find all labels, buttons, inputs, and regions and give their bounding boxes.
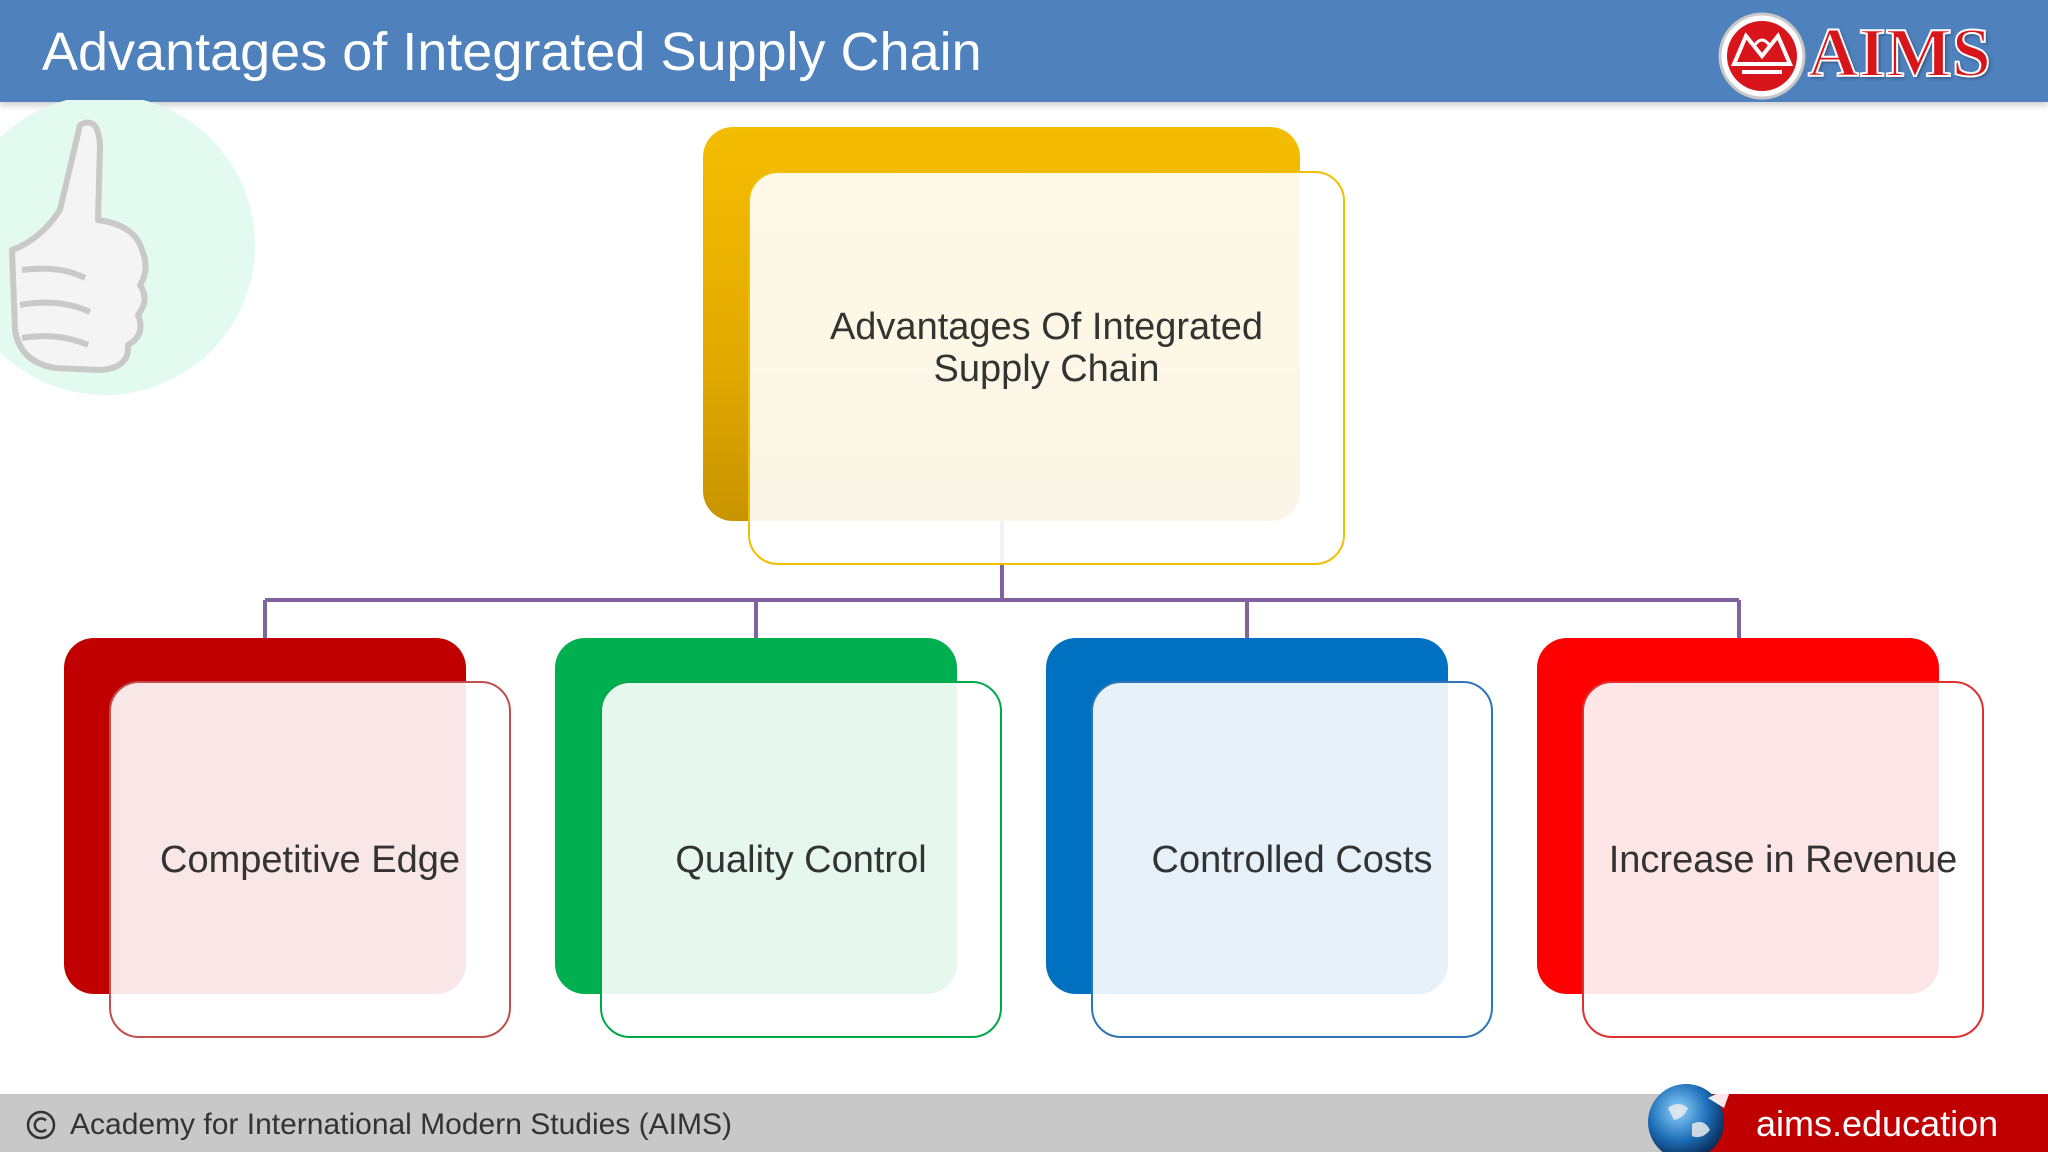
footer-website-link[interactable]: aims.education [1756, 1103, 1999, 1144]
child-node-card: Increase in Revenue [1582, 681, 1984, 1038]
root-node: Advantages Of Integrated Supply Chain [703, 127, 1345, 565]
child-node-label: Quality Control [675, 838, 927, 881]
thumbs-up-icon [0, 100, 255, 395]
child-node-competitive-edge: Competitive Edge [64, 638, 511, 1038]
page-title: Advantages of Integrated Supply Chain [42, 22, 982, 82]
child-node-controlled-costs: Controlled Costs [1046, 638, 1493, 1038]
child-node-card: Controlled Costs [1091, 681, 1493, 1038]
logo-text: AIMS [1807, 14, 1992, 93]
root-node-label: Advantages Of Integrated Supply Chain [829, 306, 1264, 390]
child-node-label: Competitive Edge [160, 838, 460, 881]
copyright-icon [26, 1110, 56, 1140]
footer-website-panel [1706, 1094, 2048, 1152]
aims-logo: AIMS [1708, 4, 2018, 102]
child-node-quality-control: Quality Control [555, 638, 1002, 1038]
child-node-increase-in-revenue: Increase in Revenue [1537, 638, 1984, 1038]
header-bar: Advantages of Integrated Supply Chain AI… [0, 0, 2048, 102]
footer-bar: Academy for International Modern Studies… [0, 1094, 2048, 1152]
child-node-card: Competitive Edge [109, 681, 511, 1038]
root-node-card: Advantages Of Integrated Supply Chain [748, 171, 1345, 565]
child-node-label: Increase in Revenue [1608, 838, 1958, 881]
child-node-card: Quality Control [600, 681, 1002, 1038]
aims-emblem-icon [1718, 12, 1806, 100]
globe-icon [1648, 1084, 1732, 1152]
child-node-label: Controlled Costs [1151, 838, 1433, 881]
footer-copyright-text: Academy for International Modern Studies… [70, 1108, 732, 1141]
